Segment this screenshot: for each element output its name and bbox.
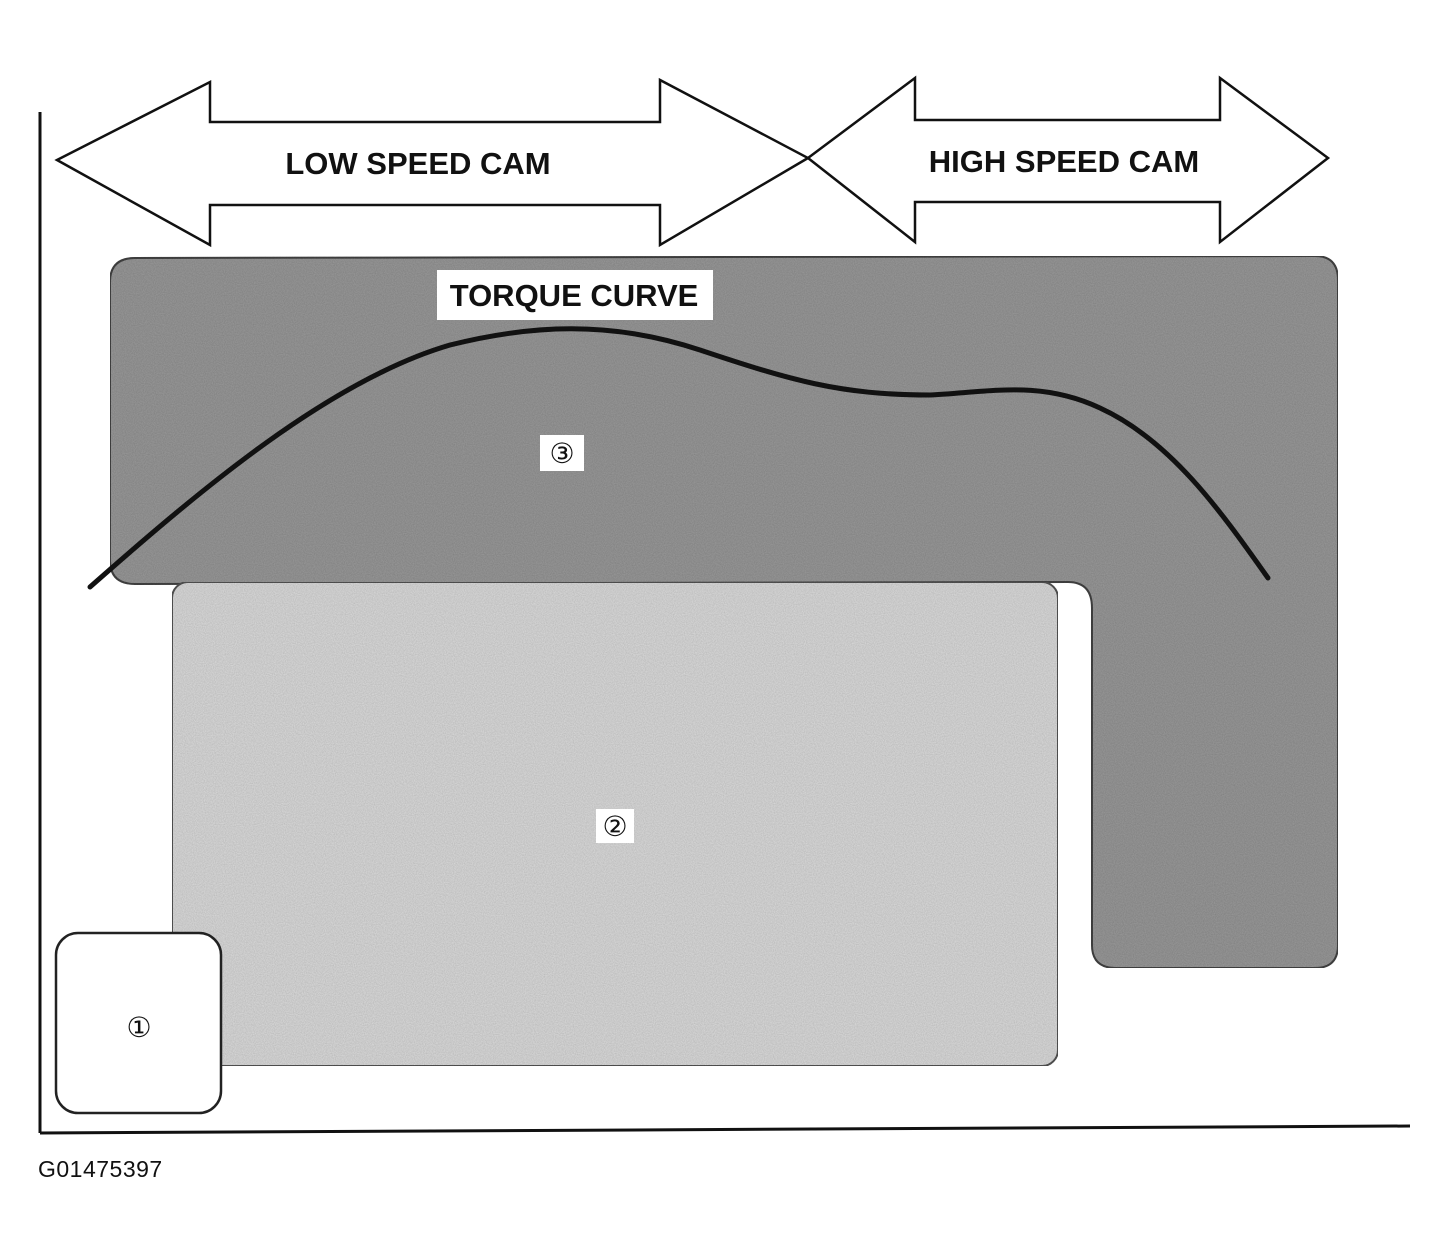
high-speed-cam-arrow xyxy=(805,75,1331,245)
figure-id: G01475397 xyxy=(38,1156,163,1182)
region-3-marker-bg xyxy=(540,435,584,471)
low-speed-cam-label: LOW SPEED CAM xyxy=(285,146,550,181)
region-1-area xyxy=(54,931,223,1115)
x-axis-line xyxy=(39,1124,1411,1135)
region-3-marker: ③ xyxy=(549,437,574,470)
region-3-area xyxy=(109,254,1339,969)
torque-curve-line xyxy=(87,326,1271,590)
torque-curve-label-box xyxy=(437,270,713,320)
high-speed-cam-label: HIGH SPEED CAM xyxy=(929,144,1199,179)
region-2-marker-bg xyxy=(596,809,634,843)
torque-curve-label: TORQUE CURVE xyxy=(450,278,699,313)
region-2-marker: ② xyxy=(602,810,627,843)
region-1-marker: ① xyxy=(126,1011,151,1044)
